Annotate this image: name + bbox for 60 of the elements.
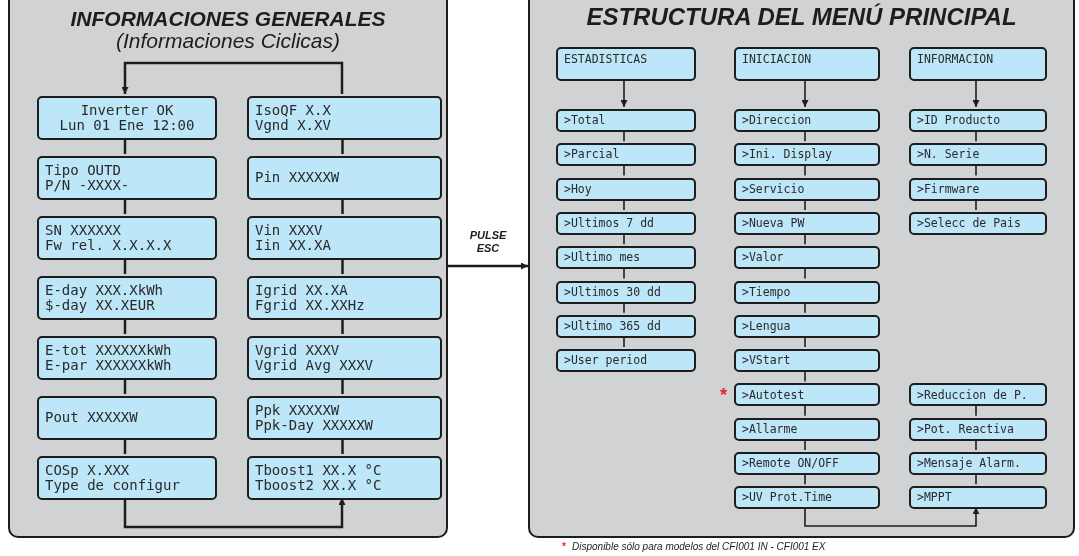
connector-arrow [801,78,809,108]
connector-arrow [804,506,980,527]
lcd-screen: Pin XXXXXW [247,156,442,200]
menu-header: ESTADISTICAS [556,47,696,81]
lcd-screen: E-tot XXXXXXkWh E-par XXXXXXkWh [37,336,217,380]
lcd-screen: IsoQF X.X Vgnd X.XV [247,96,442,140]
menu-item: >Pot. Reactiva [909,417,1047,441]
panel-title: INFORMACIONES GENERALES [69,7,387,31]
asterisk-mark: * [720,386,727,405]
menu-item: >ID Producto [909,109,1047,132]
menu-item: >Autotest [734,383,880,407]
lcd-screen: Tboost1 XX.X °C Tboost2 XX.X °C [247,456,442,500]
lcd-screen: E-day XXX.XkWh $-day XX.XEUR [37,276,217,320]
footnote: Disponible sólo para modelos del CFI001 IN - CFI001 EX [572,541,826,552]
lcd-screen: Igrid XX.XA Fgrid XX.XXHz [247,276,442,320]
menu-item: >Allarme [734,417,880,441]
menu-item: >Lengua [734,314,880,338]
menu-header: INFORMACION [909,47,1047,81]
asterisk-mark: * [562,541,566,552]
lcd-screen: SN XXXXXX Fw rel. X.X.X.X [37,216,217,260]
lcd-screen: Vin XXXV Iin XX.XA [247,216,442,260]
connector-arrow [121,61,344,94]
menu-item: >Selecc de Pais [909,211,1047,235]
connector-arrow [972,78,980,108]
menu-item: >Ultimo 365 dd [556,314,696,338]
menu-item: >Total [556,109,696,132]
menu-item: >User period [556,349,696,373]
lcd-screen: Pout XXXXXW [37,396,217,440]
menu-item: >Firmware [909,177,1047,201]
connector-arrow [123,498,346,529]
menu-header: INICIACION [734,47,880,81]
lcd-screen: Vgrid XXXV Vgrid Avg XXXV [247,336,442,380]
menu-item: >N. Serie [909,143,1047,167]
menu-item: >Nueva PW [734,211,880,235]
panel-subtitle: (Informaciones Ciclicas) [114,29,342,53]
menu-item: >MPPT [909,486,1047,510]
menu-item: >UV Prot.Time [734,486,880,510]
menu-item: >Reduccion de P. [909,383,1047,407]
menu-item: >Ini. Display [734,143,880,167]
menu-item: >Ultimo mes [556,246,696,270]
menu-item: >Valor [734,246,880,270]
lcd-screen: Inverter OK Lun 01 Ene 12:00 [37,96,217,140]
lcd-screen: COSp X.XXX Type de configur [37,456,217,500]
menu-item: >Ultimos 7 dd [556,211,696,235]
menu-item: >Remote ON/OFF [734,452,880,475]
connector-arrow [448,262,528,270]
panel-title: ESTRUCTURA DEL MENÚ PRINCIPAL [585,3,1018,31]
menu-item: >Mensaje Alarm. [909,452,1047,475]
panel [528,0,1075,538]
panel [8,0,448,538]
menu-item: >Ultimos 30 dd [556,280,696,304]
connector-arrow [620,78,628,108]
lcd-screen: Tipo OUTD P/N -XXXX- [37,156,217,200]
menu-item: >Direccion [734,109,880,132]
menu-item: >Tiempo [734,280,880,304]
menu-item: >Hoy [556,177,696,201]
menu-item: >VStart [734,349,880,373]
menu-item: >Parcial [556,143,696,167]
menu-item: >Servicio [734,177,880,201]
lcd-screen: Ppk XXXXXW Ppk-Day XXXXXW [247,396,442,440]
